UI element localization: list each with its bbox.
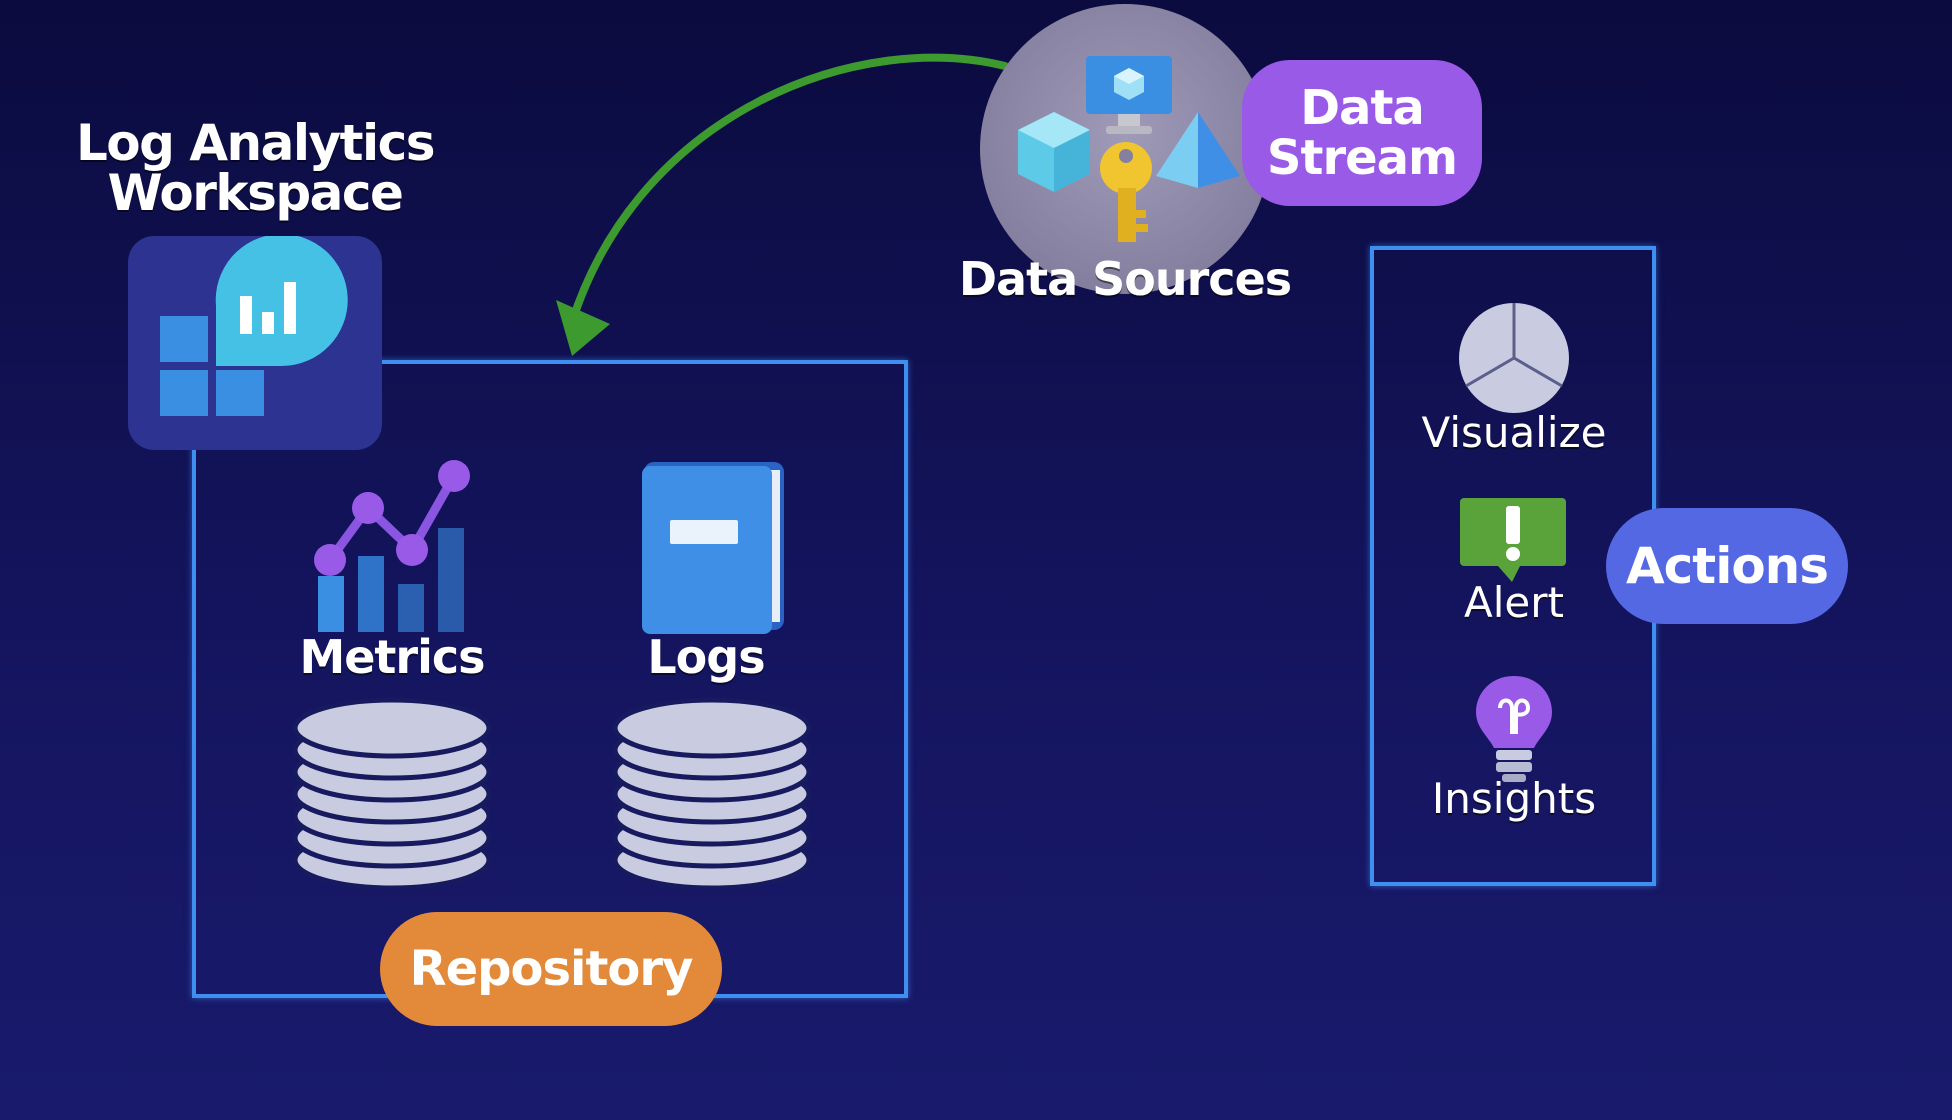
pie-chart-icon bbox=[1459, 303, 1569, 413]
insights-label: Insights bbox=[1431, 774, 1597, 823]
data-stream-pill: Data Stream bbox=[1242, 60, 1482, 206]
log-analytics-icon bbox=[128, 236, 382, 450]
visualize-label: Visualize bbox=[1421, 408, 1607, 457]
actions-pill: Actions bbox=[1606, 508, 1848, 624]
alert-icon bbox=[1460, 498, 1566, 582]
repository-pill: Repository bbox=[380, 912, 722, 1026]
data-sources-icons bbox=[1018, 56, 1240, 242]
key-icon bbox=[1100, 142, 1152, 242]
virtual-machine-icon bbox=[1086, 56, 1172, 134]
pyramid-icon bbox=[1156, 112, 1240, 188]
workspace-title: Log Analytics Workspace bbox=[75, 114, 436, 222]
logs-database-icon bbox=[612, 697, 812, 891]
lightbulb-icon bbox=[1476, 676, 1552, 782]
metrics-icon bbox=[314, 460, 470, 632]
metrics-database-icon bbox=[292, 697, 492, 891]
data-sources-label: Data Sources bbox=[958, 252, 1292, 306]
arrowhead-icon bbox=[556, 300, 610, 356]
alert-label: Alert bbox=[1464, 578, 1564, 627]
logs-icon bbox=[642, 462, 784, 634]
logs-label: Logs bbox=[647, 630, 765, 684]
metrics-label: Metrics bbox=[299, 630, 485, 684]
cube-icon bbox=[1018, 112, 1090, 192]
